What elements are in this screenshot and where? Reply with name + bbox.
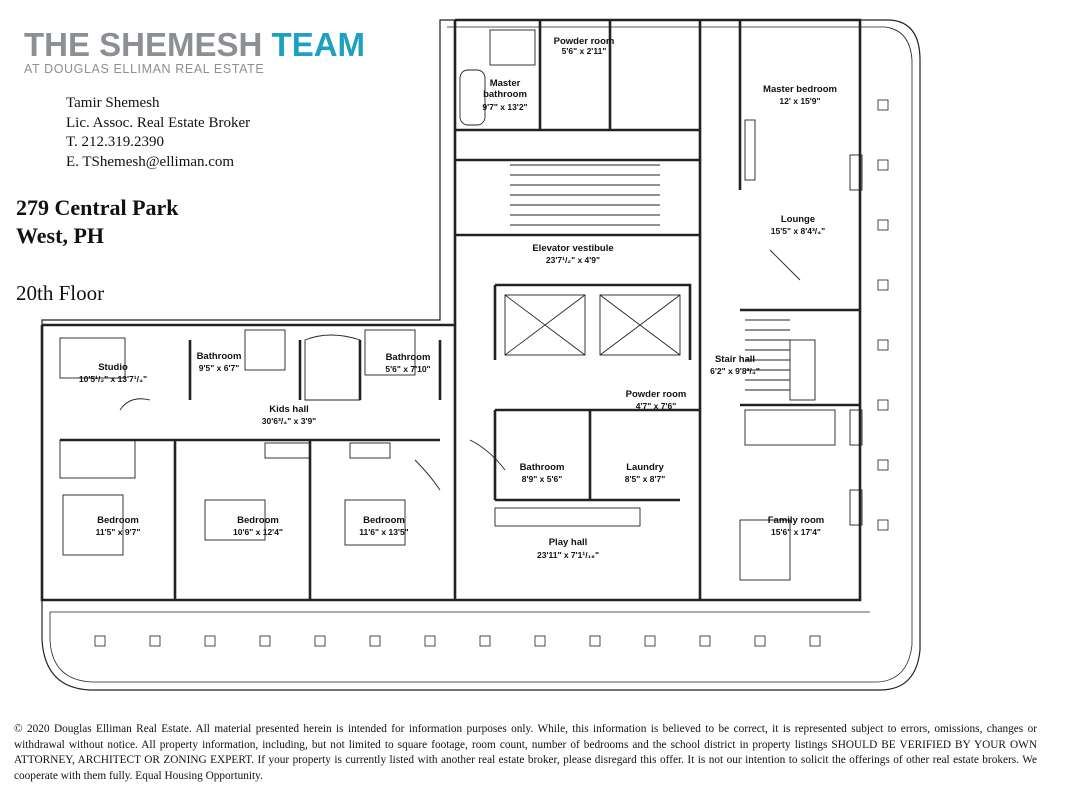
room-bathroom-play: Bathroom 8'9" x 5'6" bbox=[520, 462, 565, 484]
room-name: Bathroom bbox=[386, 352, 431, 363]
room-name: Kids hall bbox=[269, 404, 309, 415]
room-play-hall: Play hall 23'11" x 7'1¹/₁₆" bbox=[537, 537, 599, 560]
room-dims: 11'6" x 13'5" bbox=[359, 527, 408, 537]
brand-name: THE SHEMESH TEAM bbox=[24, 28, 365, 62]
room-bathroom-kids: Bathroom 5'6" x 7'10" bbox=[385, 352, 430, 374]
room-bedroom-2: Bedroom 10'6" x 12'4" bbox=[233, 515, 283, 537]
room-dims: 10'5¹/₂" x 13'7¹/₄" bbox=[79, 374, 147, 384]
room-dims: 8'5" x 8'7" bbox=[625, 474, 665, 484]
room-name: Bathroom bbox=[520, 462, 565, 473]
address-line1: 279 Central Park bbox=[16, 195, 179, 220]
room-dims: 5'6" x 7'10" bbox=[385, 364, 430, 374]
room-master-bathroom: Master bathroom 9'7" x 13'2" bbox=[482, 78, 527, 112]
room-powder-room-mid: Powder room 4'7" x 7'6" bbox=[626, 389, 687, 411]
room-dims: 8'9" x 5'6" bbox=[522, 474, 562, 484]
room-name: Powder room bbox=[554, 36, 615, 47]
floor-label: 20th Floor bbox=[16, 281, 105, 305]
room-name: Stair hall bbox=[715, 354, 755, 365]
room-dims: 23'7¹/₂" x 4'9" bbox=[546, 255, 600, 265]
room-dims: 15'5" x 8'4³/₄" bbox=[771, 226, 825, 236]
room-dims: 23'11" x 7'1¹/₁₆" bbox=[537, 550, 599, 560]
room-dims: 11'5" x 9'7" bbox=[96, 527, 141, 537]
room-dims: 10'6" x 12'4" bbox=[233, 527, 283, 537]
listing-address: 279 Central Park West, PH bbox=[16, 194, 179, 250]
room-name-line2: bathroom bbox=[483, 89, 527, 100]
room-dims: 12' x 15'9" bbox=[779, 96, 820, 106]
room-name: Master bedroom bbox=[763, 84, 837, 95]
room-name: Master bbox=[490, 78, 521, 89]
room-laundry: Laundry 8'5" x 8'7" bbox=[625, 462, 665, 484]
agent-title: Lic. Assoc. Real Estate Broker bbox=[66, 114, 251, 131]
terrace-outline bbox=[41, 19, 921, 691]
room-name: Play hall bbox=[549, 537, 588, 548]
room-stair-hall: Stair hall 6'2" x 9'8³/₄" bbox=[710, 354, 760, 376]
room-dims: 30'6³/₄" x 3'9" bbox=[262, 416, 316, 426]
brand-subline: AT DOUGLAS ELLIMAN REAL ESTATE bbox=[24, 62, 265, 76]
room-dims: 4'7" x 7'6" bbox=[636, 401, 676, 411]
walls bbox=[40, 18, 862, 602]
room-bathroom-studio: Bathroom 9'5" x 6'7" bbox=[197, 351, 242, 373]
room-name: Bedroom bbox=[237, 515, 279, 526]
room-dims: 5'6" x 2'11" bbox=[562, 46, 607, 56]
room-name: Laundry bbox=[626, 462, 664, 473]
room-elevator-vestibule: Elevator vestibule 23'7¹/₂" x 4'9" bbox=[532, 243, 613, 265]
room-dims: 6'2" x 9'8³/₄" bbox=[710, 366, 760, 376]
room-name: Bedroom bbox=[97, 515, 139, 526]
agent-phone[interactable]: T. 212.319.2390 bbox=[66, 134, 165, 150]
room-name: Elevator vestibule bbox=[532, 243, 613, 254]
room-master-bedroom: Master bedroom 12' x 15'9" bbox=[763, 84, 837, 106]
room-name: Lounge bbox=[781, 214, 815, 225]
balustrade bbox=[94, 99, 889, 647]
room-studio: Studio 10'5¹/₂" x 13'7¹/₄" bbox=[79, 362, 147, 384]
address-line2: West, PH bbox=[16, 223, 104, 248]
brand-logo: THE SHEMESH TEAM AT DOUGLAS ELLIMAN REAL… bbox=[24, 28, 365, 77]
room-labels: Powder room 5'6" x 2'11" Master bathroom… bbox=[79, 36, 837, 560]
room-dims: 9'5" x 6'7" bbox=[199, 363, 239, 373]
room-name: Bathroom bbox=[197, 351, 242, 362]
room-name: Powder room bbox=[626, 389, 687, 400]
room-bedroom-3: Bedroom 11'6" x 13'5" bbox=[359, 515, 408, 537]
terrace-inner bbox=[49, 26, 913, 683]
fixtures bbox=[59, 29, 863, 581]
room-name: Studio bbox=[98, 362, 128, 373]
room-lounge: Lounge 15'5" x 8'4³/₄" bbox=[771, 214, 825, 236]
room-family-room: Family room 15'6" x 17'4" bbox=[768, 515, 825, 537]
room-dims: 9'7" x 13'2" bbox=[482, 102, 527, 112]
room-name: Family room bbox=[768, 515, 825, 526]
brand-name-part2: TEAM bbox=[271, 26, 366, 63]
brand-name-part1: THE SHEMESH bbox=[24, 26, 272, 63]
room-name: Bedroom bbox=[363, 515, 405, 526]
agent-email[interactable]: E. TShemesh@elliman.com bbox=[66, 153, 235, 170]
agent-name: Tamir Shemesh bbox=[66, 95, 160, 111]
room-powder-room-top: Powder room 5'6" x 2'11" bbox=[554, 36, 615, 56]
room-kids-hall: Kids hall 30'6³/₄" x 3'9" bbox=[262, 404, 316, 426]
legal-disclaimer: © 2020 Douglas Elliman Real Estate. All … bbox=[14, 723, 1037, 782]
room-dims: 15'6" x 17'4" bbox=[771, 527, 821, 537]
agent-contact: Tamir Shemesh Lic. Assoc. Real Estate Br… bbox=[66, 94, 250, 172]
room-bedroom-1: Bedroom 11'5" x 9'7" bbox=[96, 515, 141, 537]
